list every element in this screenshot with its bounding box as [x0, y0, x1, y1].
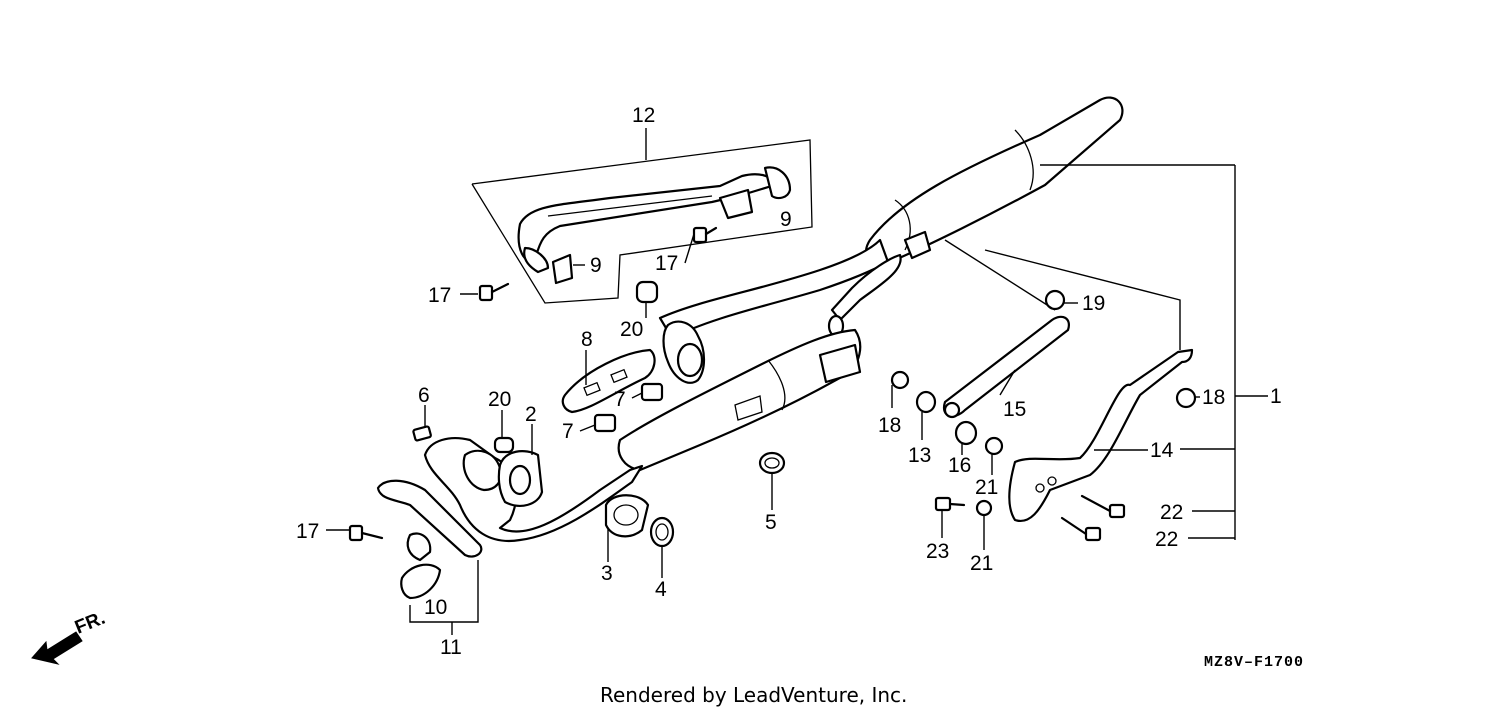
callout-17: 17	[655, 252, 678, 275]
callout-12: 12	[632, 104, 655, 127]
heat-shield-clip-7[interactable]	[593, 382, 664, 433]
callout-4: 4	[655, 578, 667, 601]
callout-8: 8	[581, 328, 593, 351]
callout-18: 18	[1202, 386, 1225, 409]
callout-22: 22	[1155, 528, 1178, 551]
callout-21: 21	[975, 476, 998, 499]
front-direction-arrow: FR.	[31, 608, 108, 665]
leader-lines	[326, 164, 1268, 635]
nut-6[interactable]	[412, 425, 432, 442]
collars-20[interactable]	[493, 280, 659, 454]
callout-7: 7	[614, 388, 626, 411]
gasket-4[interactable]	[649, 516, 675, 548]
callout-9: 9	[780, 208, 792, 231]
callout-1: 1	[1270, 385, 1282, 408]
heat-shield-gasket-8[interactable]	[561, 348, 656, 414]
gasket-3[interactable]	[604, 494, 650, 538]
exhaust-pipe-joint-2[interactable]	[497, 450, 544, 507]
callout-20: 20	[488, 388, 511, 411]
heat-shield-kit-frame	[471, 128, 813, 304]
front-label: FR.	[72, 608, 108, 639]
bolts-17[interactable]	[348, 226, 718, 542]
callout-17: 17	[296, 520, 319, 543]
callout-18: 18	[878, 414, 901, 437]
callout-20: 20	[620, 318, 643, 341]
callout-15: 15	[1003, 398, 1026, 421]
front-heat-shield-10[interactable]	[376, 479, 483, 600]
rear-heat-shield[interactable]	[517, 166, 792, 285]
front-arrow-icon	[31, 631, 83, 665]
callout-19: 19	[1082, 292, 1105, 315]
callout-5: 5	[765, 511, 777, 534]
muffler-band-15[interactable]	[942, 315, 1070, 419]
exhaust-muffler-assembly[interactable]	[423, 96, 1124, 543]
callout-17: 17	[428, 284, 451, 307]
callout-7: 7	[562, 420, 574, 443]
drawing-code: MZ8V–F1700	[1204, 654, 1304, 671]
callout-21: 21	[970, 552, 993, 575]
callout-13: 13	[908, 444, 931, 467]
gasket-5[interactable]	[758, 451, 786, 475]
callout-10: 10	[424, 596, 447, 619]
callout-22: 22	[1160, 501, 1183, 524]
callout-9: 9	[590, 254, 602, 277]
callout-3: 3	[601, 562, 613, 585]
muffler-stay-14[interactable]	[1008, 348, 1194, 523]
callout-14: 14	[1150, 439, 1174, 462]
callout-6: 6	[418, 384, 430, 407]
callout-labels: 1 2 3 4 5 6 7 7 8 9 9 10 11 12 13 14 15 …	[296, 104, 1282, 659]
callout-23: 23	[926, 540, 949, 563]
footer-credit: Rendered by LeadVenture, Inc.	[600, 683, 907, 707]
fasteners-13-16-18-19-21-23[interactable]	[890, 289, 1197, 542]
callout-11: 11	[440, 636, 462, 659]
callout-16: 16	[948, 454, 971, 477]
callout-2: 2	[525, 403, 537, 426]
